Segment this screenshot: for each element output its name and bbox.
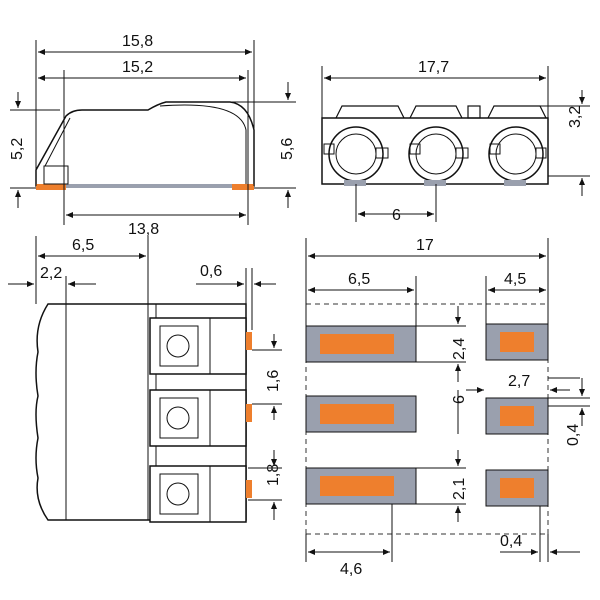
top-view bbox=[35, 303, 252, 523]
side-view-dimensions bbox=[10, 40, 296, 225]
top-view-pin-3 bbox=[246, 480, 252, 498]
side-view-left-foot bbox=[36, 184, 66, 190]
dim-foot-0-4b: 0,4 bbox=[500, 533, 522, 550]
top-view-pin-1 bbox=[246, 332, 252, 350]
dim-top-0-6: 0,6 bbox=[200, 263, 222, 280]
dim-foot-6: 6 bbox=[451, 395, 468, 404]
front-view-hole-1 bbox=[328, 126, 384, 182]
footprint-view bbox=[305, 303, 549, 535]
side-view-body bbox=[35, 101, 255, 187]
dim-front-17-7: 17,7 bbox=[418, 59, 449, 76]
top-view-pin-2 bbox=[246, 404, 252, 422]
dim-side-13-8: 13,8 bbox=[128, 221, 159, 238]
side-view-right-foot bbox=[232, 184, 254, 190]
dim-side-5-2: 5,2 bbox=[9, 138, 26, 160]
dim-top-1-8: 1,8 bbox=[265, 464, 282, 486]
dim-foot-2-4: 2,4 bbox=[451, 338, 468, 360]
dim-top-2-2: 2,2 bbox=[40, 265, 62, 282]
dim-side-5-6: 5,6 bbox=[279, 138, 296, 160]
dim-front-6: 6 bbox=[392, 207, 401, 224]
side-view bbox=[35, 101, 255, 190]
dim-foot-4-6: 4,6 bbox=[340, 561, 362, 578]
top-view-dimensions bbox=[8, 236, 282, 520]
front-view-dimensions bbox=[321, 66, 590, 222]
dim-foot-2-7: 2,7 bbox=[508, 373, 530, 390]
dim-foot-4-5: 4,5 bbox=[504, 271, 526, 288]
dim-side-15-8: 15,8 bbox=[122, 33, 153, 50]
dim-foot-17: 17 bbox=[416, 237, 434, 254]
dim-top-6-5: 6,5 bbox=[72, 237, 94, 254]
dim-foot-2-1: 2,1 bbox=[451, 478, 468, 500]
dim-foot-0-4a: 0,4 bbox=[565, 424, 582, 446]
front-view bbox=[321, 105, 549, 186]
dim-foot-6-5: 6,5 bbox=[348, 271, 370, 288]
dim-top-1-6: 1,6 bbox=[265, 370, 282, 392]
dim-front-3-2: 3,2 bbox=[567, 106, 584, 128]
footprint-dimensions bbox=[305, 238, 590, 562]
dim-side-15-2: 15,2 bbox=[122, 59, 153, 76]
